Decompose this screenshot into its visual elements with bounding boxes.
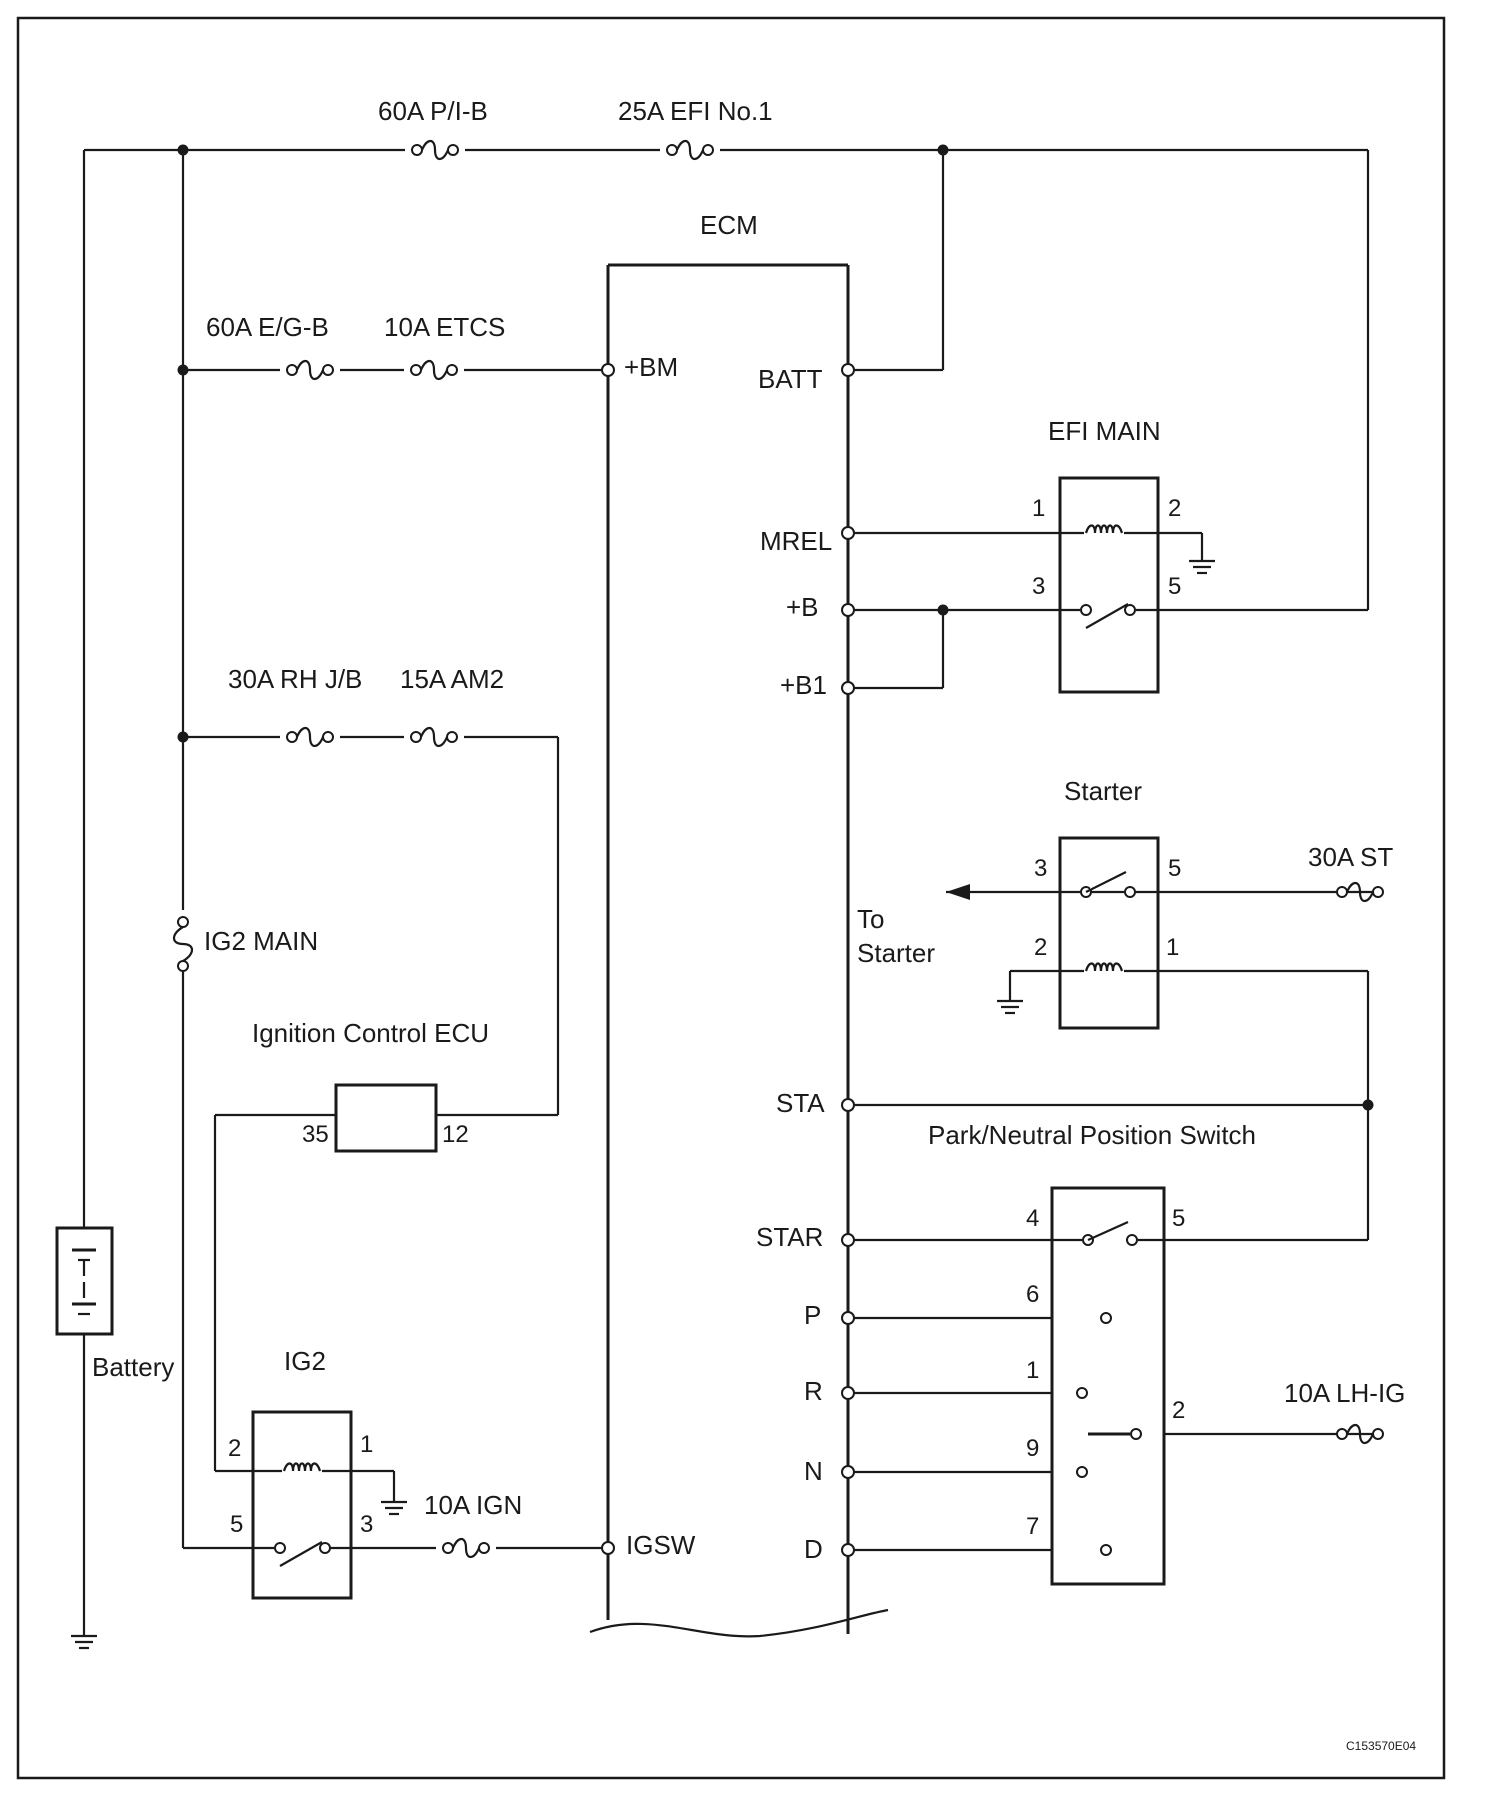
- svg-text:4: 4: [1026, 1205, 1039, 1232]
- svg-text:1: 1: [1166, 934, 1179, 961]
- svg-text:25A EFI No.1: 25A EFI No.1: [618, 96, 773, 126]
- svg-text:60A E/G-B: 60A E/G-B: [206, 312, 329, 342]
- ecm-pin-sta: [841, 1098, 855, 1112]
- svg-text:MREL: MREL: [760, 526, 832, 556]
- diagram-code: C153570E04: [1346, 1739, 1416, 1753]
- svg-text:STAR: STAR: [756, 1222, 823, 1252]
- svg-text:15A AM2: 15A AM2: [400, 664, 504, 694]
- svg-text:D: D: [804, 1534, 823, 1564]
- fuse-efi-no1: 25A EFI No.1: [618, 96, 773, 161]
- svg-text:3: 3: [1034, 855, 1047, 882]
- battery-symbol: Battery: [55, 1226, 174, 1650]
- svg-text:10A LH-IG: 10A LH-IG: [1284, 1378, 1405, 1408]
- fuse-ign: 10A IGN: [424, 1490, 522, 1559]
- ecm-pin-igsw: [601, 1541, 615, 1555]
- svg-text:IG2: IG2: [284, 1346, 326, 1376]
- svg-text:10A ETCS: 10A ETCS: [384, 312, 505, 342]
- svg-text:Starter: Starter: [1064, 776, 1142, 806]
- svg-text:7: 7: [1026, 1513, 1039, 1540]
- svg-text:1: 1: [1026, 1357, 1039, 1384]
- fuse-st: 30A ST: [1308, 842, 1393, 903]
- svg-text:6: 6: [1026, 1281, 1039, 1308]
- svg-text:EFI MAIN: EFI MAIN: [1048, 416, 1161, 446]
- svg-text:5: 5: [230, 1511, 243, 1538]
- fuse-eg-b: 60A E/G-B: [206, 312, 340, 381]
- ecm-pin-star: [841, 1233, 855, 1247]
- svg-text:30A ST: 30A ST: [1308, 842, 1393, 872]
- ecm-pin-batt: [841, 363, 855, 377]
- svg-text:12: 12: [442, 1121, 469, 1148]
- svg-text:3: 3: [1032, 573, 1045, 600]
- svg-text:5: 5: [1168, 855, 1181, 882]
- svg-text:IGSW: IGSW: [626, 1530, 696, 1560]
- svg-text:30A RH J/B: 30A RH J/B: [228, 664, 362, 694]
- efi-main-relay: EFI MAIN 1 2 3 5: [1032, 416, 1217, 694]
- ig2-relay: IG2 2 1 5 3: [228, 1346, 409, 1600]
- svg-text:R: R: [804, 1376, 823, 1406]
- svg-text:IG2 MAIN: IG2 MAIN: [204, 926, 318, 956]
- ecm-pin-r: [841, 1386, 855, 1400]
- svg-text:9: 9: [1026, 1435, 1039, 1462]
- svg-text:+B: +B: [786, 592, 819, 622]
- starter-relay: Starter 3 5 2 1 To Starter: [857, 776, 1181, 1030]
- ecm-title: ECM: [700, 210, 758, 240]
- svg-text:35: 35: [302, 1121, 329, 1148]
- diagram-frame: [16, 16, 1446, 1780]
- svg-text:1: 1: [1032, 495, 1045, 522]
- svg-text:To: To: [857, 904, 884, 934]
- svg-text:3: 3: [360, 1511, 373, 1538]
- svg-text:Battery: Battery: [92, 1352, 174, 1382]
- svg-text:2: 2: [1168, 495, 1181, 522]
- junction-dots: [177, 144, 1374, 1111]
- park-neutral-position-switch: Park/Neutral Position Switch 4 5 6 1 2 9…: [928, 1120, 1256, 1586]
- svg-text:Starter: Starter: [857, 938, 935, 968]
- fuse-p-ib: 60A P/I-B: [378, 96, 488, 161]
- ecm-pin-bm: [601, 363, 615, 377]
- svg-text:+B1: +B1: [780, 670, 827, 700]
- fuse-etcs: 10A ETCS: [384, 312, 505, 381]
- fuse-am2: 15A AM2: [400, 664, 504, 748]
- fuse-rh-jb: 30A RH J/B: [228, 664, 362, 748]
- svg-text:5: 5: [1172, 1205, 1185, 1232]
- svg-text:+BM: +BM: [624, 352, 678, 382]
- svg-text:BATT: BATT: [758, 364, 823, 394]
- svg-text:10A IGN: 10A IGN: [424, 1490, 522, 1520]
- ecm-pin-b1: [841, 681, 855, 695]
- svg-text:Ignition Control ECU: Ignition Control ECU: [252, 1018, 489, 1048]
- svg-text:Park/Neutral Position Switch: Park/Neutral Position Switch: [928, 1120, 1256, 1150]
- ecm-pin-d: [841, 1543, 855, 1557]
- ecm-pin-b: [841, 603, 855, 617]
- ecm-pin-n: [841, 1465, 855, 1479]
- svg-text:60A P/I-B: 60A P/I-B: [378, 96, 488, 126]
- ecm-block: ECM +BM BATT MREL +B +B1 STA STAR P R N …: [589, 210, 889, 1638]
- svg-text:1: 1: [360, 1431, 373, 1458]
- svg-text:P: P: [804, 1300, 821, 1330]
- ecm-pin-p: [841, 1311, 855, 1325]
- fuse-ig2-main: IG2 MAIN: [172, 916, 318, 972]
- ecm-pin-mrel: [841, 526, 855, 540]
- wires: [82, 148, 1383, 1620]
- svg-text:2: 2: [228, 1435, 241, 1462]
- svg-text:STA: STA: [776, 1088, 825, 1118]
- ignition-control-ecu: Ignition Control ECU 35 12: [252, 1018, 489, 1153]
- svg-text:2: 2: [1172, 1397, 1185, 1424]
- svg-text:N: N: [804, 1456, 823, 1486]
- svg-text:2: 2: [1034, 934, 1047, 961]
- fuse-lh-ig: 10A LH-IG: [1284, 1378, 1405, 1445]
- svg-text:5: 5: [1168, 573, 1181, 600]
